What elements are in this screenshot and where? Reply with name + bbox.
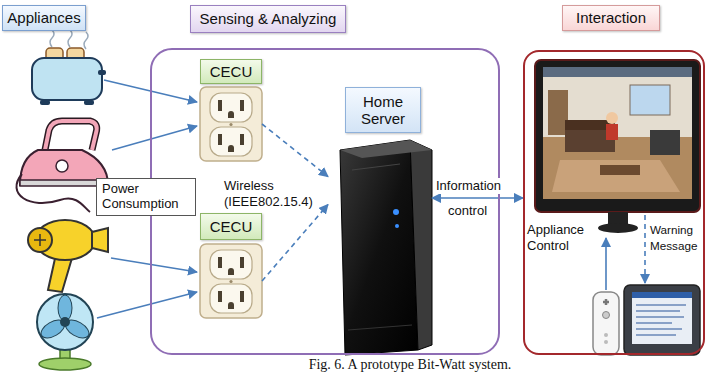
wireless-link bbox=[262, 124, 328, 177]
node-text: Appliances bbox=[7, 9, 80, 26]
label-box: Home Server bbox=[345, 87, 421, 133]
fan-icon-part bbox=[37, 294, 93, 350]
toaster-icon-part bbox=[84, 100, 94, 105]
sensor-unit: CECU bbox=[200, 87, 262, 161]
flow-label: control bbox=[448, 203, 487, 219]
iron-icon-part bbox=[45, 121, 97, 150]
server-illustration-part bbox=[393, 209, 399, 215]
server-illustration-part bbox=[348, 325, 412, 330]
toaster-icon-part bbox=[50, 30, 54, 47]
label-box: Sensing & Analyzing bbox=[190, 5, 346, 33]
appliance-arrows-part bbox=[97, 292, 197, 318]
server-node: Home Server bbox=[328, 140, 432, 355]
section-header: Appliances bbox=[2, 5, 86, 31]
server-illustration-part bbox=[340, 140, 418, 355]
tv-illustration-part bbox=[608, 212, 628, 224]
tv-illustration-part bbox=[552, 160, 680, 192]
iron-icon-part bbox=[20, 150, 108, 185]
wii-remote bbox=[593, 292, 619, 355]
wii-remote-part bbox=[604, 340, 608, 344]
label-box: Interaction bbox=[562, 5, 660, 31]
power-outlet-part bbox=[200, 87, 262, 161]
interaction-arrows-part bbox=[644, 215, 646, 283]
pda-device-part bbox=[632, 292, 692, 298]
fan-icon bbox=[37, 294, 93, 370]
label-box: CECU bbox=[200, 59, 262, 84]
label-box: CECU bbox=[200, 213, 262, 240]
tv-illustration-part bbox=[535, 60, 700, 212]
iron-icon-part bbox=[16, 174, 90, 212]
node-text: Interaction bbox=[576, 9, 646, 26]
toaster-icon-part bbox=[68, 30, 72, 47]
pda-device-part bbox=[624, 285, 700, 355]
tv-illustration-part bbox=[606, 124, 618, 140]
hair-dryer-icon-part bbox=[34, 234, 46, 246]
fan-icon-part bbox=[60, 317, 70, 327]
hair-dryer-icon-part bbox=[28, 228, 52, 252]
tv-illustration-part bbox=[543, 67, 692, 77]
pda-device-part bbox=[636, 305, 686, 335]
sensor-unit: CECU bbox=[200, 244, 262, 318]
appliance-arrows-part bbox=[111, 258, 197, 272]
figure-caption: Fig. 6. A prototype Bit-Watt system. bbox=[150, 357, 670, 373]
wii-remote-part bbox=[603, 299, 609, 305]
iron-icon bbox=[16, 121, 108, 212]
wii-remote-part bbox=[603, 312, 610, 319]
wii-remote-part bbox=[593, 292, 619, 355]
pda-device bbox=[624, 285, 700, 355]
tv-illustration-part bbox=[650, 130, 680, 155]
region-outline bbox=[150, 48, 500, 355]
toaster-icon-part bbox=[84, 32, 88, 49]
annotation-box: Power Consumption bbox=[96, 178, 196, 216]
tv-illustration-part bbox=[630, 85, 670, 115]
power-outlet-part bbox=[200, 244, 262, 318]
hair-dryer-icon-part bbox=[35, 220, 95, 260]
toaster-icon-part bbox=[32, 58, 102, 100]
node-text: CECU bbox=[210, 63, 253, 80]
region-panel: Sensing & AnalyzingCECUHome ServerCECU bbox=[150, 48, 500, 355]
node-text: Power Consumption bbox=[102, 182, 190, 212]
node-text: CECU bbox=[210, 218, 253, 235]
appliance-arrows-part bbox=[112, 126, 197, 150]
server-illustration-part bbox=[340, 140, 432, 158]
wireless-link bbox=[262, 205, 328, 282]
protocol-label: Wireless (IEEE802.15.4) bbox=[224, 178, 319, 210]
node-text: Home Server bbox=[350, 93, 416, 128]
tv-illustration-part bbox=[543, 67, 692, 199]
tv-illustration bbox=[535, 60, 700, 233]
appliance-arrows bbox=[97, 80, 197, 318]
fan-icon-part bbox=[39, 358, 91, 370]
region-outline bbox=[523, 50, 705, 355]
pda-device-part bbox=[632, 292, 692, 344]
toaster-icon-part bbox=[98, 70, 106, 75]
action-label: Warning Message bbox=[650, 222, 700, 254]
tv-illustration-part bbox=[606, 112, 618, 124]
tv-illustration-part bbox=[598, 223, 638, 233]
tv-illustration-part bbox=[600, 165, 640, 175]
region-panel: Interaction bbox=[523, 50, 705, 355]
server-illustration-part bbox=[352, 164, 400, 170]
hair-dryer-icon-part bbox=[92, 228, 108, 252]
iron-icon-part bbox=[45, 121, 97, 150]
interaction-arrows bbox=[606, 215, 645, 290]
server-illustration-part bbox=[395, 224, 399, 228]
node-text: Sensing & Analyzing bbox=[200, 10, 337, 27]
server-illustration-part bbox=[410, 140, 432, 350]
toaster-icon bbox=[32, 30, 106, 105]
toaster-icon-part bbox=[40, 100, 50, 105]
server-illustration bbox=[340, 140, 432, 355]
action-label: Appliance Control bbox=[527, 222, 595, 254]
flow-label: Information bbox=[436, 178, 501, 194]
wii-remote-part bbox=[604, 333, 608, 337]
iron-icon-part bbox=[20, 180, 108, 186]
iron-icon-part bbox=[56, 160, 68, 172]
information-link bbox=[432, 197, 523, 199]
hair-dryer-icon bbox=[28, 220, 108, 292]
interaction-arrows-part bbox=[605, 238, 607, 290]
